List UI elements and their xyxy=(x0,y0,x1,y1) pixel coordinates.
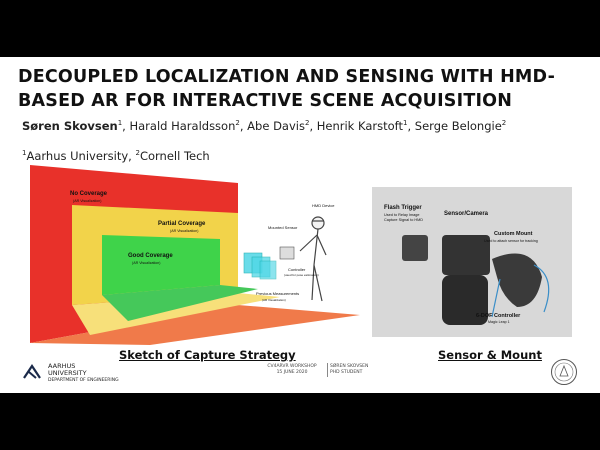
sensor-mount-photo: Flash Trigger Used to Relay Image Captur… xyxy=(372,187,572,337)
svg-text:(AR Visualization): (AR Visualization) xyxy=(262,298,286,302)
mounted-sensor-label: Mounted Sensor xyxy=(268,225,298,230)
controller-label: 6-DOF Controller xyxy=(476,313,521,319)
figure-caption-sensor: Sensor & Mount xyxy=(438,348,542,362)
good-coverage-region xyxy=(102,235,220,295)
author: Harald Haraldsson xyxy=(129,119,236,133)
svg-text:Used to attach sensor for trac: Used to attach sensor for tracking xyxy=(484,239,538,243)
previous-measurement xyxy=(259,260,277,280)
capture-strategy-sketch: No Coverage (AR Visualization) Partial C… xyxy=(30,165,360,345)
sensor-camera xyxy=(442,235,490,275)
author: Henrik Karstoft xyxy=(316,119,404,133)
slide: DECOUPLED LOCALIZATION AND SENSING WITH … xyxy=(0,57,600,393)
person-sketch xyxy=(299,216,327,302)
aarhus-logo-mark xyxy=(23,364,41,379)
author-first: Søren Skovsen xyxy=(22,119,118,133)
svg-text:(used for pose estimation): (used for pose estimation) xyxy=(284,273,319,277)
svg-text:Used to Relay Image: Used to Relay Image xyxy=(384,213,419,217)
affiliations: 1Aarhus University, 2Cornell Tech xyxy=(22,149,210,163)
floor-red xyxy=(30,305,360,345)
author: Serge Belongie xyxy=(414,119,502,133)
svg-text:(AR Visualization): (AR Visualization) xyxy=(132,261,161,265)
figure-caption-capture: Sketch of Capture Strategy xyxy=(119,348,296,362)
partial-coverage-label: Partial Coverage xyxy=(158,221,206,227)
mounted-sensor-sketch xyxy=(279,246,295,260)
author-list: Søren Skovsen1, Harald Haraldsson2, Abe … xyxy=(22,119,507,133)
no-coverage-label: No Coverage xyxy=(70,191,108,197)
hmd-device-label: HMD Device xyxy=(312,203,335,208)
controller-label: Controller xyxy=(288,267,306,272)
custom-mount-label: Custom Mount xyxy=(494,231,533,237)
presenter-info: SØREN SKOVSEN PHD STUDENT xyxy=(330,364,369,375)
aarhus-university-logo: AARHUS UNIVERSITY DEPARTMENT OF ENGINEER… xyxy=(22,360,122,388)
good-floor xyxy=(102,285,258,321)
svg-text:(AR Visualization): (AR Visualization) xyxy=(73,199,102,203)
svg-text:Capture Signal to HMD: Capture Signal to HMD xyxy=(384,218,423,222)
good-coverage-label: Good Coverage xyxy=(128,253,173,259)
workshop-info: CV4ARVR WORKSHOP 15 JUNE 2020 xyxy=(267,364,317,375)
university-seal xyxy=(551,359,577,385)
controller-arrow xyxy=(491,278,501,318)
author: Abe Davis xyxy=(247,119,305,133)
rotation-arrow xyxy=(533,264,550,313)
previous-measurements-label: Previous Measurements xyxy=(256,291,299,296)
flash-trigger xyxy=(402,235,428,261)
flash-trigger-label: Flash Trigger xyxy=(384,205,422,211)
camera-lens xyxy=(442,275,488,325)
controller-device xyxy=(492,253,542,307)
footer-divider xyxy=(327,363,328,377)
sensor-camera-label: Sensor/Camera xyxy=(444,211,489,217)
slide-title: DECOUPLED LOCALIZATION AND SENSING WITH … xyxy=(18,67,556,111)
svg-text:Magic Leap 1: Magic Leap 1 xyxy=(488,320,510,324)
svg-text:(AR Visualization): (AR Visualization) xyxy=(170,229,199,233)
